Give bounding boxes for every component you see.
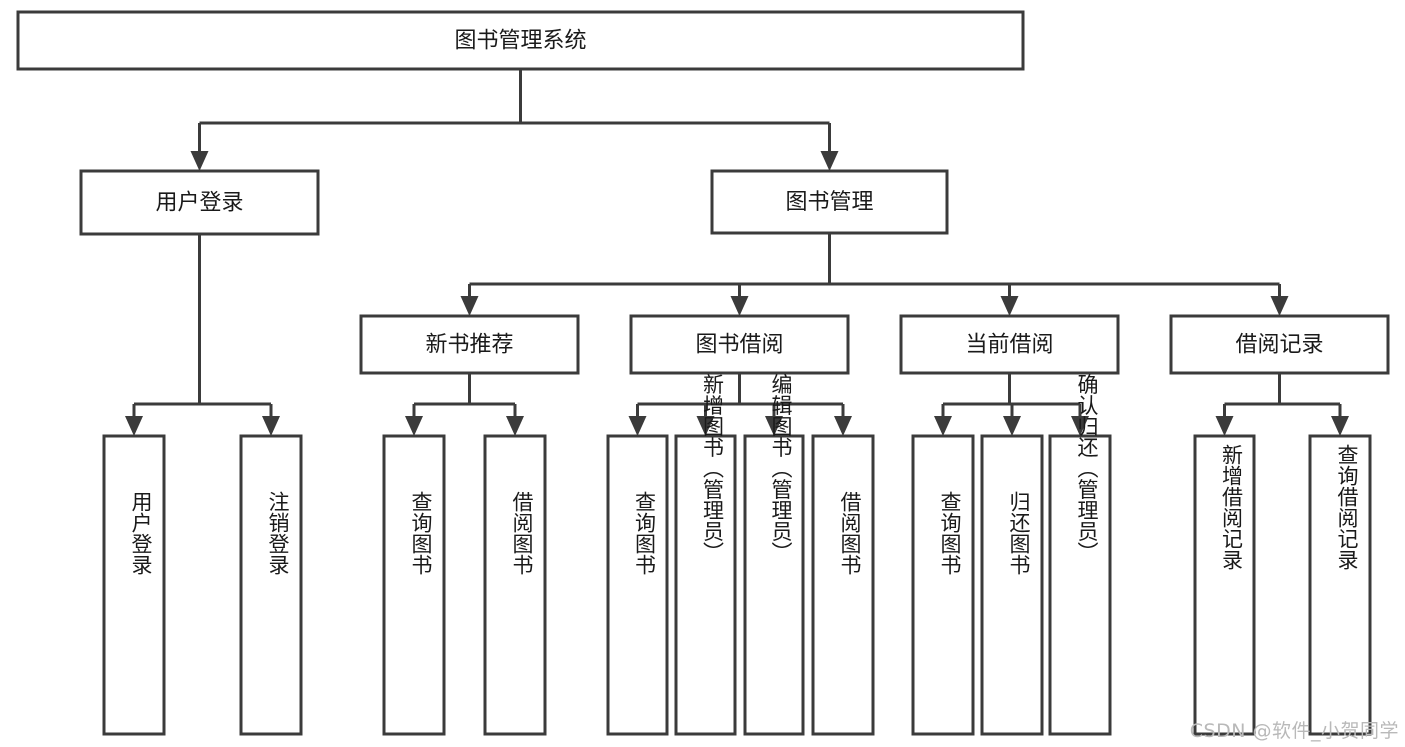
node-leaf-query-book-borrow[interactable]: 查询图书 [606,434,669,736]
edge-layer [125,69,1349,436]
node-box-book-borrow[interactable] [629,314,850,375]
node-label-leaf-borrow-book-recommend: 借阅图书 [510,491,534,575]
node-box-book-management[interactable] [710,169,949,235]
node-leaf-user-login[interactable]: 用户登录 [102,434,166,736]
node-leaf-add-book[interactable]: 新增图书（管理员） [674,374,737,736]
node-root[interactable]: 图书管理系统 [16,10,1025,71]
arrow-head-icon [262,416,280,436]
node-label-new-book-recommend: 新书推荐 [425,333,513,358]
node-label-leaf-confirm-return: 确认归还（管理员） [1075,374,1099,563]
node-label-leaf-edit-book: 编辑图书（管理员） [769,374,793,563]
node-box-leaf-add-book[interactable] [674,434,737,736]
node-box-leaf-logout[interactable] [239,434,303,736]
node-label-root: 图书管理系统 [454,29,586,54]
node-box-leaf-query-book-current[interactable] [911,434,975,736]
arrow-head-icon [628,416,647,436]
arrow-head-icon [125,416,143,436]
node-box-new-book-recommend[interactable] [359,314,580,375]
node-label-leaf-query-book-borrow: 查询图书 [633,491,657,575]
node-box-leaf-query-borrow-record[interactable] [1308,434,1372,736]
node-user-login[interactable]: 用户登录 [79,169,320,236]
node-leaf-add-borrow-record[interactable]: 新增借阅记录 [1193,434,1256,736]
node-book-borrow[interactable]: 图书借阅 [629,314,850,375]
node-borrow-records[interactable]: 借阅记录 [1169,314,1390,375]
node-leaf-query-book-current[interactable]: 查询图书 [911,434,975,736]
arrow-head-icon [934,416,952,436]
arrow-head-icon [765,416,783,436]
node-label-current-borrow: 当前借阅 [965,333,1053,358]
node-label-leaf-query-book-current: 查询图书 [938,491,962,575]
arrow-head-icon [1071,416,1089,436]
node-leaf-query-book-recommend[interactable]: 查询图书 [382,434,446,736]
arrow-head-icon [730,296,749,316]
node-box-leaf-edit-book[interactable] [743,434,805,736]
node-label-leaf-logout: 注销登录 [266,491,290,575]
arrow-head-icon [1270,296,1289,316]
node-box-current-borrow[interactable] [899,314,1120,375]
node-leaf-query-borrow-record[interactable]: 查询借阅记录 [1308,434,1372,736]
arrow-head-icon [405,416,423,436]
node-box-leaf-user-login[interactable] [102,434,166,736]
node-box-leaf-return-book[interactable] [980,434,1044,736]
node-leaf-borrow-book-recommend[interactable]: 借阅图书 [483,434,547,736]
node-label-book-borrow: 图书借阅 [695,333,783,358]
node-box-user-login[interactable] [79,169,320,236]
node-label-leaf-user-login: 用户登录 [129,491,153,575]
node-label-leaf-add-borrow-record: 新增借阅记录 [1220,444,1244,570]
node-leaf-edit-book[interactable]: 编辑图书（管理员） [743,374,805,736]
node-layer: 图书管理系统用户登录图书管理新书推荐图书借阅当前借阅借阅记录用户登录注销登录查询… [16,10,1390,736]
arrow-head-icon [190,151,209,171]
node-leaf-confirm-return[interactable]: 确认归还（管理员） [1048,374,1112,736]
node-leaf-logout[interactable]: 注销登录 [239,434,303,736]
node-label-book-management: 图书管理 [785,190,873,215]
node-box-leaf-query-book-recommend[interactable] [382,434,446,736]
node-box-borrow-records[interactable] [1169,314,1390,375]
node-box-leaf-borrow-book-recommend[interactable] [483,434,547,736]
node-label-user-login: 用户登录 [155,191,243,216]
node-label-leaf-borrow-book: 借阅图书 [838,491,862,575]
node-label-leaf-query-book-recommend: 查询图书 [409,491,433,575]
arrow-head-icon [820,151,839,171]
arrow-head-icon [460,296,479,316]
arrow-head-icon [1331,416,1349,436]
node-label-leaf-query-borrow-record: 查询借阅记录 [1335,444,1359,570]
node-box-leaf-add-borrow-record[interactable] [1193,434,1256,736]
node-leaf-return-book[interactable]: 归还图书 [980,434,1044,736]
node-new-book-recommend[interactable]: 新书推荐 [359,314,580,375]
node-label-borrow-records: 借阅记录 [1235,333,1323,358]
node-leaf-borrow-book[interactable]: 借阅图书 [811,434,875,736]
arrow-head-icon [696,416,715,436]
node-box-leaf-borrow-book[interactable] [811,434,875,736]
node-box-leaf-confirm-return[interactable] [1048,434,1112,736]
node-box-leaf-query-book-borrow[interactable] [606,434,669,736]
node-box-root[interactable] [16,10,1025,71]
arrow-head-icon [834,416,852,436]
node-book-management[interactable]: 图书管理 [710,169,949,235]
arrow-head-icon [1000,296,1019,316]
arrow-head-icon [1003,416,1021,436]
node-label-leaf-add-book: 新增图书（管理员） [701,374,725,563]
node-label-leaf-return-book: 归还图书 [1007,491,1031,575]
arrow-head-icon [506,416,524,436]
node-current-borrow[interactable]: 当前借阅 [899,314,1120,375]
arrow-head-icon [1215,416,1234,436]
